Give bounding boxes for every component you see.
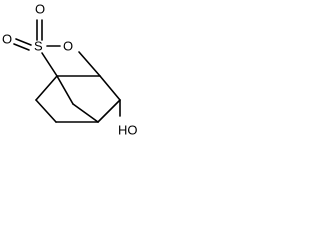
oxygen-top-label: O [35,1,45,16]
o-c-bond [78,51,101,77]
oxygen-left-label: O [2,31,12,46]
ring-oxygen-label: O [63,38,73,53]
c-left-bond [35,75,58,101]
bridge-bond-up [56,75,74,105]
hydroxyl-label: HO [118,122,138,137]
s-c-bond [41,52,58,77]
c-lower-right-bond [97,99,121,123]
c-right-bond [99,75,121,101]
bridge-bond-down [72,103,99,123]
sulfonyl-bonds [13,19,43,51]
ring-bonds [35,45,121,123]
c-lower-left-bond [35,99,57,123]
s-o-left-bond-b [13,43,30,51]
chemical-structure: O O S O HO [2,1,138,137]
s-o-left-bond-a [15,38,32,46]
sulfur-label: S [34,38,43,53]
atom-labels: O O S O HO [2,1,138,137]
